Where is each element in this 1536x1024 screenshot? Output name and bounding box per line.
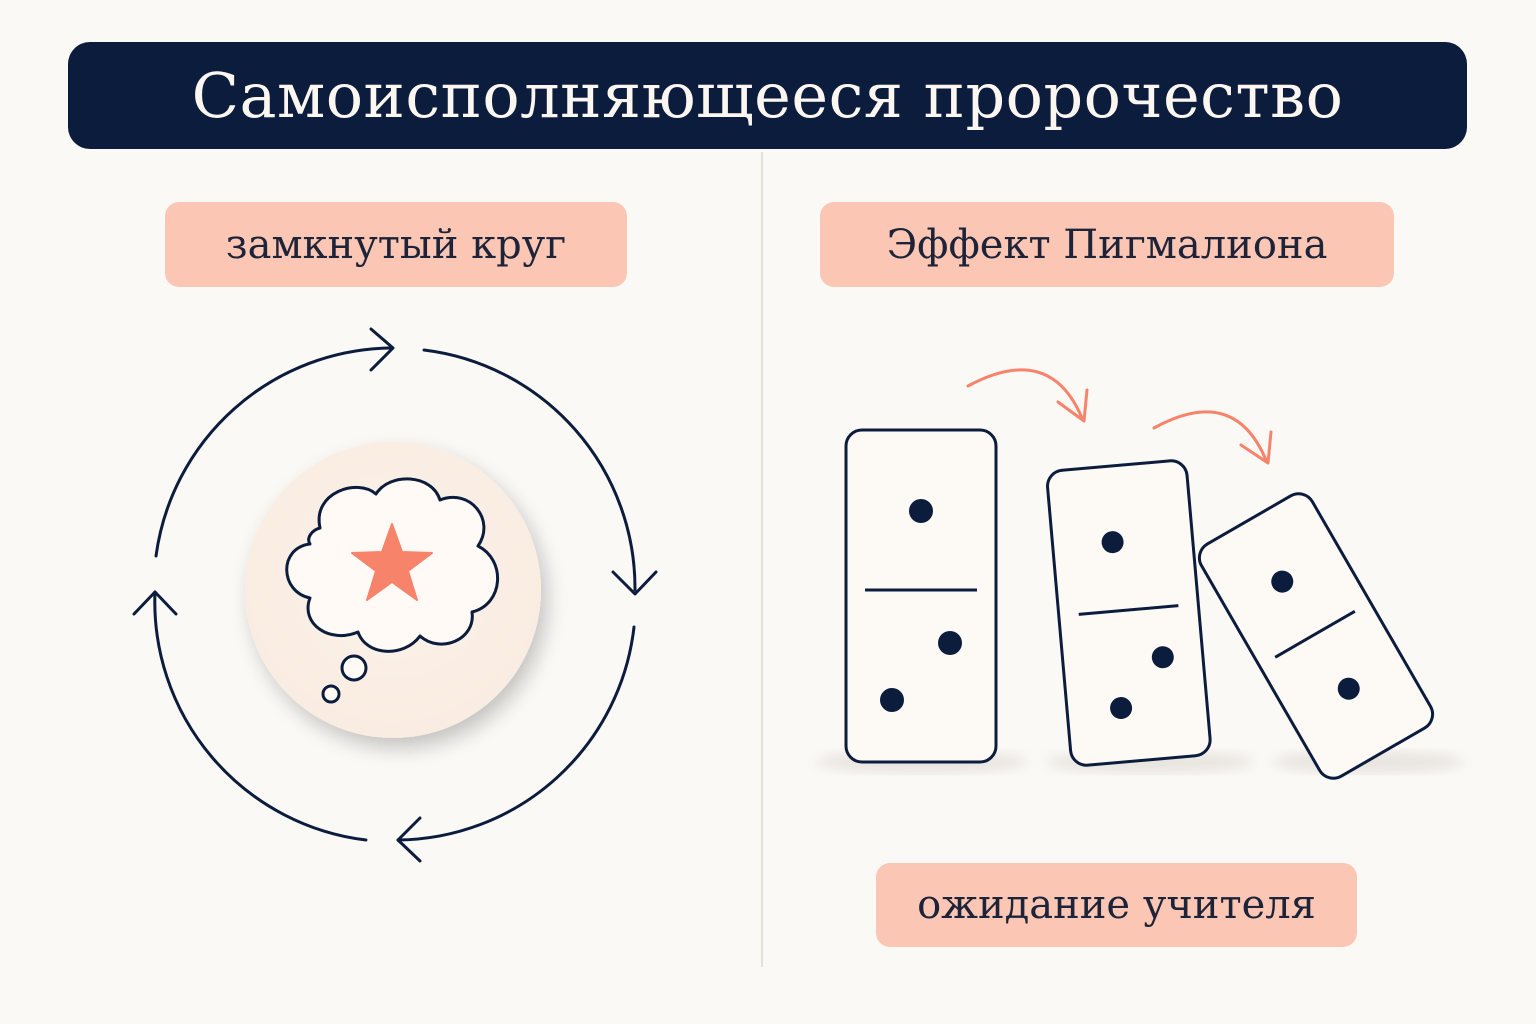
right-panel-label: Эффект Пигмалиона	[820, 202, 1394, 287]
cycle-arrowhead-bottom	[396, 816, 422, 863]
cycle-arrowhead-right	[611, 570, 658, 596]
star-icon	[351, 523, 433, 601]
domino-pip	[1101, 531, 1124, 554]
curved-arrow-icon	[1152, 410, 1273, 465]
cycle-arc-top	[154, 346, 392, 558]
left-panel-label-text: замкнутый круг	[225, 221, 567, 268]
curved-arrow-icon	[966, 368, 1089, 423]
teacher-expectation-label: ожидание учителя	[876, 863, 1357, 947]
domino-pip	[880, 688, 904, 712]
page-title: Самоисполняющееся пророчество	[191, 59, 1344, 132]
thought-dot-small	[321, 684, 341, 704]
right-panel-label-text: Эффект Пигмалиона	[886, 221, 1328, 268]
title-banner: Самоисполняющееся пророчество	[68, 42, 1467, 149]
domino-icon	[1197, 492, 1435, 780]
thought-dot-large	[340, 654, 368, 682]
panel-divider	[761, 152, 763, 967]
cycle-arrowhead-top	[369, 327, 395, 372]
cycle-arc-right	[422, 348, 637, 592]
domino-icon	[1046, 459, 1212, 767]
domino-icon	[844, 428, 998, 764]
domino-pip	[1151, 646, 1174, 669]
cycle-arc-left	[153, 590, 368, 842]
domino-pip	[1337, 677, 1360, 700]
left-panel-label: замкнутый круг	[165, 202, 627, 287]
domino-pip	[938, 631, 962, 655]
domino-pip	[909, 499, 933, 523]
teacher-expectation-label-text: ожидание учителя	[917, 882, 1316, 928]
cycle-arrows-icon	[132, 327, 658, 863]
domino-pip	[1110, 697, 1133, 720]
cycle-arrowhead-left	[132, 590, 178, 616]
domino-pip	[1271, 570, 1294, 593]
cycle-arc-bottom	[396, 625, 636, 842]
